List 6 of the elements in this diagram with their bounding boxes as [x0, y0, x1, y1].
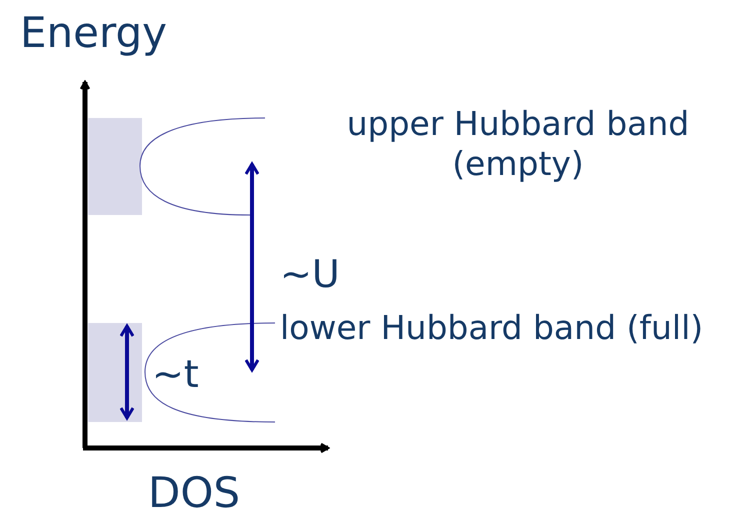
axis-label: Energy — [20, 8, 168, 58]
band-label: lower Hubbard band (full) — [280, 308, 704, 348]
gap-label: ~U — [280, 252, 340, 298]
axis-label: DOS — [148, 468, 240, 514]
width-label: ~t — [152, 352, 199, 398]
band-label: upper Hubbard band (empty) — [346, 104, 690, 184]
